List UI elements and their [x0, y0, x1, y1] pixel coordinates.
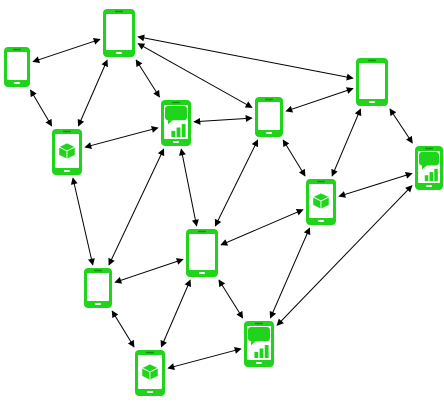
cube-icon [140, 363, 160, 381]
edge-phone-d-phone-i [179, 148, 199, 227]
edge-phone-e-phone-i [214, 139, 259, 227]
phone-home-button [147, 391, 153, 393]
edge-phone-g-phone-k [276, 185, 413, 326]
chat-chart-icon [165, 106, 187, 137]
phone-f-device [356, 58, 388, 106]
edge-phone-j-phone-l [111, 310, 135, 348]
phone-screen [258, 102, 280, 130]
phone-a-device [4, 47, 30, 87]
edge-phone-h-phone-k [269, 227, 311, 319]
phone-home-button [64, 170, 70, 172]
phone-home-button [95, 303, 101, 305]
phone-home-button [426, 185, 432, 187]
edge-phone-b-phone-d [135, 59, 160, 98]
phone-speaker [115, 10, 123, 13]
phone-screen [359, 63, 385, 99]
edges-layer [30, 34, 413, 370]
phone-speaker [317, 180, 325, 183]
cube-icon [57, 142, 77, 160]
phone-speaker [425, 147, 433, 150]
phone-home-button [199, 272, 205, 274]
phone-speaker [172, 101, 180, 104]
edge-phone-b-phone-c [77, 59, 108, 127]
phone-speaker [146, 351, 154, 354]
edge-phone-h-phone-g [338, 171, 413, 198]
edge-phone-i-phone-j [114, 258, 184, 284]
phone-k-device [244, 321, 274, 367]
phone-d-device [161, 100, 191, 146]
chat-chart-icon [248, 327, 270, 358]
cube-icon [311, 192, 331, 210]
edge-phone-c-phone-d [84, 126, 159, 149]
phone-home-button [14, 82, 20, 84]
phone-screen [189, 234, 215, 270]
phone-screen [87, 273, 109, 301]
phone-b-device [103, 9, 135, 57]
phone-screen [106, 14, 132, 50]
phone-home-button [318, 220, 324, 222]
phone-speaker [94, 269, 102, 272]
nodes-layer [4, 9, 443, 396]
phone-home-button [256, 362, 262, 364]
edge-phone-i-phone-k [218, 279, 244, 319]
edge-phone-d-phone-j [108, 148, 165, 266]
edge-phone-l-phone-k [167, 347, 242, 370]
phone-h-device [306, 179, 336, 225]
edge-phone-i-phone-l [160, 279, 192, 348]
edge-phone-b-phone-f [137, 34, 354, 81]
edge-phone-d-phone-e [193, 115, 253, 125]
phone-c-device [52, 129, 82, 175]
phone-e-device [255, 97, 283, 137]
phone-speaker [63, 130, 71, 133]
edge-phone-f-phone-g [389, 108, 413, 144]
phone-home-button [369, 101, 375, 103]
phone-speaker [255, 322, 263, 325]
phone-screen [7, 52, 27, 80]
phone-speaker [198, 230, 206, 233]
edge-phone-e-phone-f [285, 87, 354, 113]
phone-home-button [173, 141, 179, 143]
phone-j-device [84, 268, 112, 308]
phone-home-button [116, 52, 122, 54]
edge-phone-f-phone-h [331, 108, 362, 177]
phone-home-button [266, 132, 272, 134]
phone-g-device [415, 146, 443, 190]
phone-speaker [13, 48, 21, 51]
phone-speaker [265, 98, 273, 101]
phone-l-device [135, 350, 165, 396]
phone-i-device [186, 229, 218, 277]
edge-phone-e-phone-h [282, 139, 306, 177]
edge-phone-a-phone-c [30, 89, 53, 127]
phone-speaker [368, 59, 376, 62]
edge-phone-b-phone-e [137, 43, 253, 108]
chat-chart-icon [419, 152, 439, 181]
edge-phone-c-phone-j [70, 177, 95, 266]
edge-phone-b-phone-a [32, 37, 101, 64]
edge-phone-h-phone-i [220, 208, 304, 246]
